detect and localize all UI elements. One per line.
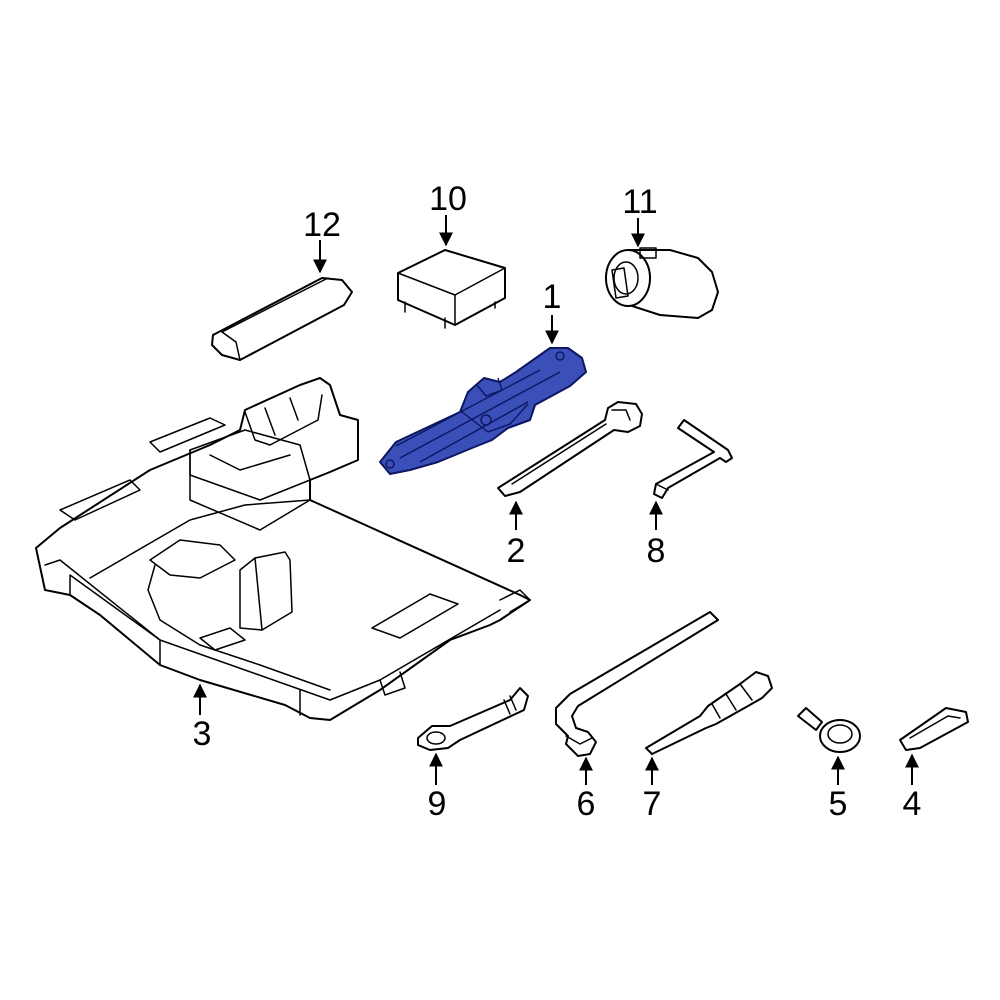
callout-6[interactable]: 6 — [577, 785, 596, 823]
part-1-scissor-jack[interactable] — [379, 347, 587, 475]
part-12-foam-block[interactable] — [211, 277, 353, 361]
callout-2[interactable]: 2 — [507, 532, 526, 570]
part-11-compressor[interactable] — [605, 247, 719, 319]
callout-8[interactable]: 8 — [647, 532, 666, 570]
leader-lines — [193, 215, 919, 785]
callout-9[interactable]: 9 — [428, 785, 447, 823]
part-3-tool-tray[interactable] — [35, 377, 531, 721]
part-5-pressure-gauge[interactable] — [797, 707, 861, 753]
callout-11[interactable]: 11 — [622, 183, 657, 221]
callout-10[interactable]: 10 — [429, 180, 467, 218]
part-6-lug-wrench[interactable] — [555, 611, 719, 757]
part-8-brace-rod[interactable] — [653, 419, 733, 499]
callout-7[interactable]: 7 — [643, 785, 662, 823]
callout-5[interactable]: 5 — [829, 785, 848, 823]
callout-3[interactable]: 3 — [193, 715, 212, 753]
callout-4[interactable]: 4 — [903, 785, 922, 823]
part-9-tow-eye[interactable] — [417, 687, 529, 751]
part-4-clip[interactable] — [899, 707, 969, 751]
part-7-screwdriver[interactable] — [645, 671, 773, 755]
callout-1[interactable]: 1 — [543, 278, 562, 316]
callout-labels: 1 2 3 4 5 6 7 8 9 10 11 12 — [193, 180, 922, 823]
callout-12[interactable]: 12 — [303, 206, 341, 244]
part-2-jack-handle[interactable] — [497, 401, 643, 497]
part-10-module-box[interactable] — [397, 249, 506, 329]
